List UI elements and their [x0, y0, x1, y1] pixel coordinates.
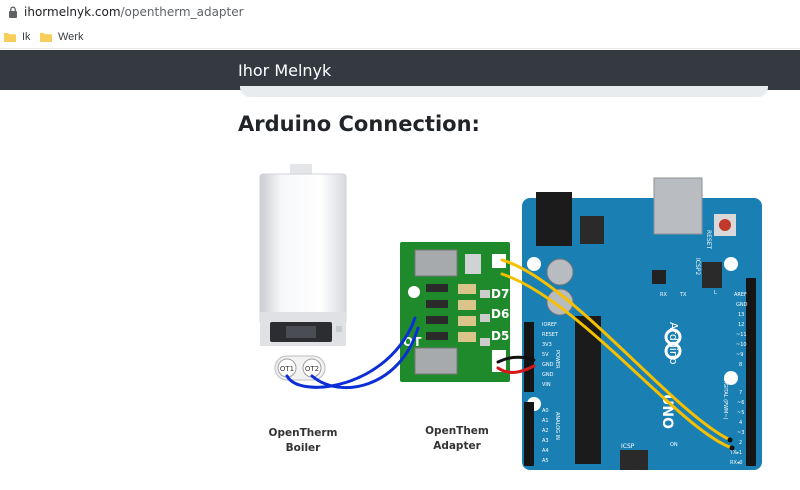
url-text[interactable]: ihormelnyk.com/opentherm_adapter — [24, 5, 244, 19]
analog-pin-a4: A4 — [542, 448, 549, 454]
terminal-ot2-label: OT2 — [305, 365, 319, 373]
led-rx-label: RX — [660, 292, 667, 298]
gnd-label: GND — [736, 302, 748, 308]
url-path: /opentherm_adapter — [120, 5, 244, 19]
digital-pin-rx: RX◂0 — [730, 460, 743, 466]
wire-ot2 — [310, 326, 420, 390]
digital-pin-9: ~9 — [736, 352, 743, 358]
digital-text: DIGITAL (PWM~) — [722, 378, 728, 420]
digital-pin-2: 2 — [739, 440, 742, 446]
bookmark-label: Ik — [22, 31, 31, 43]
reset-label: RESET — [705, 230, 712, 250]
power-pin-5v: 5V — [542, 352, 549, 358]
icsp2-label: ICSP2 — [694, 258, 701, 275]
aref-label: AREF — [734, 292, 747, 298]
arduino-uno-board: RESET ICSP2 ICSP Arduino — [522, 177, 762, 470]
wiring-diagram: OT1 OT2 D7 D6 D5 OT — [240, 150, 780, 480]
digital-pin-tx: TX▸1 — [729, 450, 742, 456]
page-title: Arduino Connection: — [238, 112, 480, 136]
arduino-logo-icon — [664, 328, 682, 360]
adapter-pin-d6: D6 — [491, 307, 509, 321]
boiler-caption-line1: OpenTherm — [268, 427, 338, 439]
wire-5v — [496, 364, 536, 374]
led-on-label: ON — [670, 442, 678, 448]
digital-pin-11: ~11 — [736, 332, 747, 338]
digital-pin-4: 4 — [739, 420, 742, 426]
adapter-caption-line1: OpenThem — [425, 425, 489, 437]
wires — [285, 258, 735, 451]
digital-pin-7: 7 — [739, 390, 742, 396]
icsp-label: ICSP — [621, 443, 635, 450]
url-domain: ihormelnyk.com — [24, 5, 121, 19]
boiler-caption: OpenTherm Boiler — [260, 426, 346, 456]
power-pin-3v3: 3V3 — [542, 342, 552, 348]
site-navbar: Ihor Melnyk — [0, 50, 800, 90]
analog-pin-a5: A5 — [542, 458, 549, 464]
power-pin-reset: RESET — [542, 332, 559, 338]
power-pin-gnd: GND — [542, 372, 554, 378]
power-pin-vin: VIN — [542, 382, 551, 388]
wire-d2 — [500, 272, 734, 450]
address-bar[interactable]: ihormelnyk.com/opentherm_adapter — [0, 0, 800, 24]
card-edge — [240, 86, 768, 97]
digital-pin-5: ~5 — [737, 410, 744, 416]
digital-pin-6: ~6 — [737, 400, 744, 406]
analog-text: ANALOG IN — [554, 412, 560, 440]
led-l-label: L — [714, 290, 717, 296]
analog-pin-a0: A0 — [542, 408, 549, 414]
digital-pin-13: 13 — [738, 312, 744, 318]
wire-ot1 — [285, 316, 417, 389]
folder-icon — [4, 33, 16, 42]
boiler-terminals: OT1 OT2 — [274, 355, 326, 381]
adapter-caption: OpenThem Adapter — [412, 424, 502, 454]
bookmark-werk[interactable]: Werk — [40, 30, 83, 44]
bookmark-label: Werk — [58, 31, 84, 43]
folder-icon — [40, 33, 52, 42]
bookmark-ik[interactable]: Ik — [4, 30, 31, 44]
power-pin-ioref: IOREF — [542, 322, 557, 328]
bookmarks-bar: Ik Werk — [0, 24, 800, 49]
boiler-caption-line2: Boiler — [285, 442, 321, 454]
adapter-pin-d5: D5 — [491, 329, 509, 343]
led-tx-label: TX — [679, 292, 687, 298]
digital-pin-8: 8 — [739, 362, 742, 368]
power-pin-gnd: GND — [542, 362, 554, 368]
adapter-pin-d7: D7 — [491, 287, 509, 301]
analog-pin-a3: A3 — [542, 438, 549, 444]
opentherm-adapter-pcb: D7 D6 D5 OT — [400, 242, 510, 382]
lock-icon — [9, 6, 17, 18]
wiring-diagram-svg: OT1 OT2 D7 D6 D5 OT — [259, 164, 762, 470]
analog-pin-a1: A1 — [542, 418, 549, 424]
digital-pin-12: 12 — [738, 322, 744, 328]
digital-pin-10: ~10 — [736, 342, 747, 348]
power-text: POWER — [554, 350, 560, 369]
wire-d3 — [500, 258, 732, 442]
site-brand[interactable]: Ihor Melnyk — [238, 61, 332, 80]
terminal-ot1-label: OT1 — [280, 365, 294, 373]
analog-pin-a2: A2 — [542, 428, 549, 434]
digital-pin-3: ~3 — [737, 430, 744, 436]
wire-gnd — [496, 355, 536, 364]
adapter-caption-line2: Adapter — [433, 440, 481, 452]
boiler-unit — [259, 164, 347, 346]
